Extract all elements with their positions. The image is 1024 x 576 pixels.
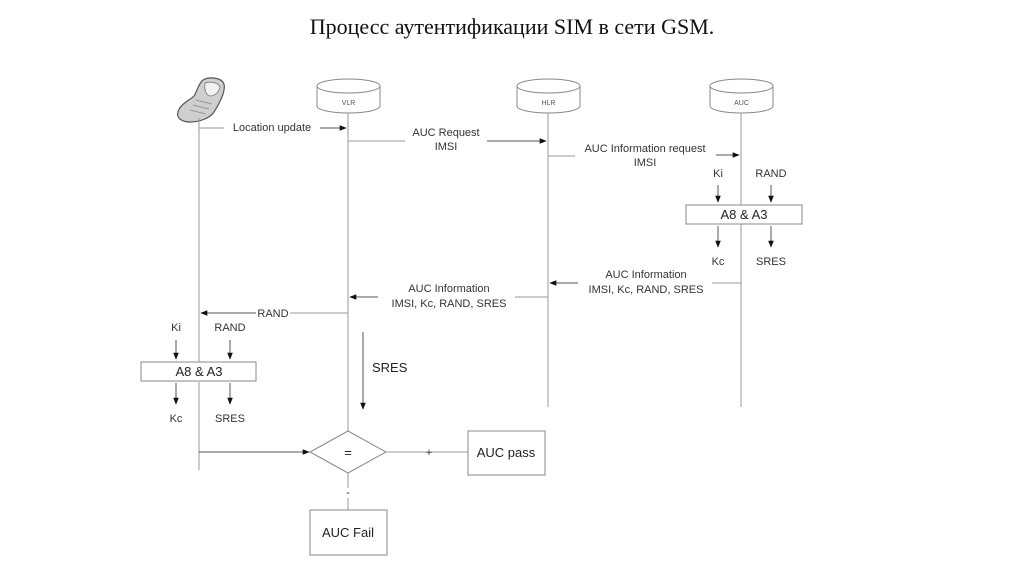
auc-ki-label: Ki bbox=[713, 168, 723, 180]
hlr-database: HLR bbox=[516, 78, 581, 114]
auc-info-hlr-line2: IMSI, Kc, RAND, SRES bbox=[589, 284, 704, 296]
vlr-label: VLR bbox=[342, 100, 356, 107]
ms-sres-label: SRES bbox=[215, 413, 245, 425]
auc-algo-box bbox=[685, 204, 803, 225]
auc-info-request-line1: AUC Information request bbox=[584, 143, 705, 155]
message-rand-to-ms: RAND bbox=[200, 308, 348, 320]
message-auc-info-to-vlr: AUC Information IMSI, Kc, RAND, SRES bbox=[349, 283, 548, 310]
auc-rand-label: RAND bbox=[755, 168, 786, 180]
auc-info-vlr-line2: IMSI, Kc, RAND, SRES bbox=[392, 298, 507, 310]
message-location-update: Location update bbox=[199, 122, 347, 134]
fail-sign-bg bbox=[344, 488, 352, 498]
auc-request-line2: IMSI bbox=[435, 141, 458, 153]
auc-algo-label: A8 & A3 bbox=[721, 207, 768, 222]
ms-a8-a3-block: Ki RAND A8 & A3 Kc SRES bbox=[140, 322, 257, 425]
auc-pass-box: AUC pass bbox=[467, 430, 546, 476]
sres-to-vlr-label: SRES bbox=[372, 360, 408, 375]
ms-kc-label: Kc bbox=[170, 413, 183, 425]
ms-algo-label: A8 & A3 bbox=[176, 364, 223, 379]
pass-sign: + bbox=[426, 447, 432, 459]
vlr-database: VLR bbox=[316, 78, 381, 114]
ms-rand-label: RAND bbox=[214, 322, 245, 334]
auc-database: AUC bbox=[709, 78, 774, 114]
message-sres-to-vlr: SRES bbox=[360, 332, 408, 410]
mobile-phone-icon bbox=[177, 77, 225, 123]
auc-sres-label: SRES bbox=[756, 256, 786, 268]
auc-fail-label: AUC Fail bbox=[322, 525, 374, 540]
ms-ki-label: Ki bbox=[171, 322, 181, 334]
auc-kc-label: Kc bbox=[712, 256, 725, 268]
location-update-label: Location update bbox=[233, 122, 311, 134]
page-title: Процесс аутентификации SIM в сети GSM. bbox=[309, 14, 715, 39]
message-auc-info-request: AUC Information request IMSI bbox=[548, 143, 740, 169]
auc-request-line1: AUC Request bbox=[412, 127, 479, 139]
rand-to-ms-label: RAND bbox=[257, 308, 288, 320]
auc-a8-a3-block: Ki RAND A8 & A3 Kc SRES bbox=[685, 168, 803, 268]
auc-info-request-line2: IMSI bbox=[634, 157, 657, 169]
auc-label: AUC bbox=[734, 100, 749, 107]
comparison-symbol: = bbox=[344, 445, 352, 460]
hlr-label: HLR bbox=[541, 100, 555, 107]
comparison-diamond: = bbox=[308, 430, 388, 474]
message-auc-request: AUC Request IMSI bbox=[348, 127, 547, 153]
message-auc-info-to-hlr: AUC Information IMSI, Kc, RAND, SRES bbox=[549, 269, 741, 296]
auc-info-vlr-line1: AUC Information bbox=[408, 283, 489, 295]
auc-info-hlr-line1: AUC Information bbox=[605, 269, 686, 281]
fail-sign: - bbox=[346, 487, 350, 499]
auc-pass-label: AUC pass bbox=[477, 445, 536, 460]
auc-fail-box: AUC Fail bbox=[309, 509, 388, 556]
ms-algo-box bbox=[140, 361, 257, 382]
